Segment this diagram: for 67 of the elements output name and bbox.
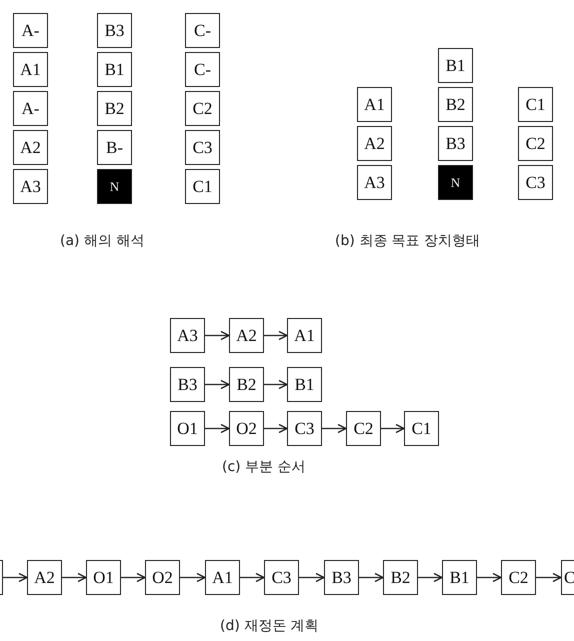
letter-box: A2 xyxy=(357,126,392,161)
letter-box: B3 xyxy=(324,560,359,595)
letter-box: B3 xyxy=(170,367,205,402)
letter-box: O1 xyxy=(86,560,121,595)
letter-box: B- xyxy=(97,130,132,165)
letter-box: B2 xyxy=(229,367,264,402)
caption: (c) 부분 순서 xyxy=(222,458,306,476)
letter-box: B3 xyxy=(438,126,473,161)
letter-box: B2 xyxy=(383,560,418,595)
letter-box: A3 xyxy=(13,169,48,204)
arrow xyxy=(299,572,325,582)
arrow xyxy=(121,572,146,582)
letter-box: A2 xyxy=(13,130,48,165)
letter-box: A- xyxy=(13,91,48,126)
arrow xyxy=(264,424,288,434)
letter-box: A3 xyxy=(357,165,392,200)
arrow xyxy=(180,572,206,582)
letter-box: B1 xyxy=(438,48,473,83)
letter-box: B1 xyxy=(97,52,132,87)
arrow xyxy=(418,572,443,582)
letter-box: B3 xyxy=(97,13,132,48)
letter-box: C3 xyxy=(287,411,322,446)
caption: (d) 재정돈 계획 xyxy=(220,617,319,635)
arrow xyxy=(477,572,502,582)
letter-box: A2 xyxy=(229,318,264,353)
arrow xyxy=(240,572,265,582)
letter-box: C1 xyxy=(185,169,220,204)
arrow xyxy=(536,572,562,582)
letter-box: C2 xyxy=(346,411,381,446)
letter-box: A1 xyxy=(205,560,240,595)
arrow xyxy=(62,572,87,582)
arrow xyxy=(3,572,28,582)
letter-box: O1 xyxy=(170,411,205,446)
arrow xyxy=(205,424,230,434)
letter-box: O2 xyxy=(145,560,180,595)
caption: (b) 최종 목표 장치형태 xyxy=(335,232,480,250)
letter-box: C2 xyxy=(518,126,553,161)
filled-box: N xyxy=(438,165,473,200)
letter-box: O2 xyxy=(229,411,264,446)
letter-box: A3 xyxy=(170,318,205,353)
letter-box: C- xyxy=(185,52,220,87)
letter-box: C2 xyxy=(185,91,220,126)
caption: (a) 해의 해석 xyxy=(60,232,144,250)
letter-box: A1 xyxy=(287,318,322,353)
arrow xyxy=(264,330,288,340)
letter-box: C1 xyxy=(404,411,439,446)
letter-box: A1 xyxy=(357,87,392,122)
letter-box: B1 xyxy=(287,367,322,402)
arrow xyxy=(322,424,347,434)
letter-box: C3 xyxy=(185,130,220,165)
letter-box: A1 xyxy=(13,52,48,87)
arrow xyxy=(381,424,405,434)
letter-box: B1 xyxy=(442,560,477,595)
letter-box: B2 xyxy=(438,87,473,122)
arrow xyxy=(264,380,288,390)
letter-box: A2 xyxy=(27,560,62,595)
arrow xyxy=(205,380,230,390)
letter-box: C3 xyxy=(518,165,553,200)
letter-box: B2 xyxy=(97,91,132,126)
arrow xyxy=(205,330,230,340)
letter-box: A- xyxy=(13,13,48,48)
letter-box: C- xyxy=(185,13,220,48)
letter-box: C3 xyxy=(264,560,299,595)
filled-box: N xyxy=(97,169,132,204)
arrow xyxy=(359,572,384,582)
letter-box: C2 xyxy=(501,560,536,595)
letter-box: C1 xyxy=(518,87,553,122)
